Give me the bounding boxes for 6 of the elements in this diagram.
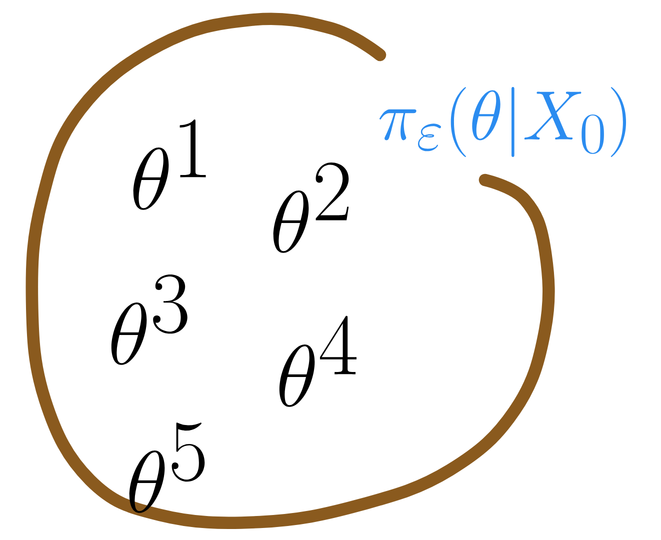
theta-label: $\theta^{4}$ [279, 316, 357, 407]
theta-label: $\theta^{5}$ [129, 422, 205, 513]
theta-label: $\theta^{1}$ [133, 120, 206, 210]
distribution-label: $\pi_{\varepsilon}(\theta|X_0)$ [379, 87, 626, 157]
theta-label: $\theta^{2}$ [273, 162, 349, 253]
theta-label: $\theta^{3}$ [111, 274, 188, 365]
